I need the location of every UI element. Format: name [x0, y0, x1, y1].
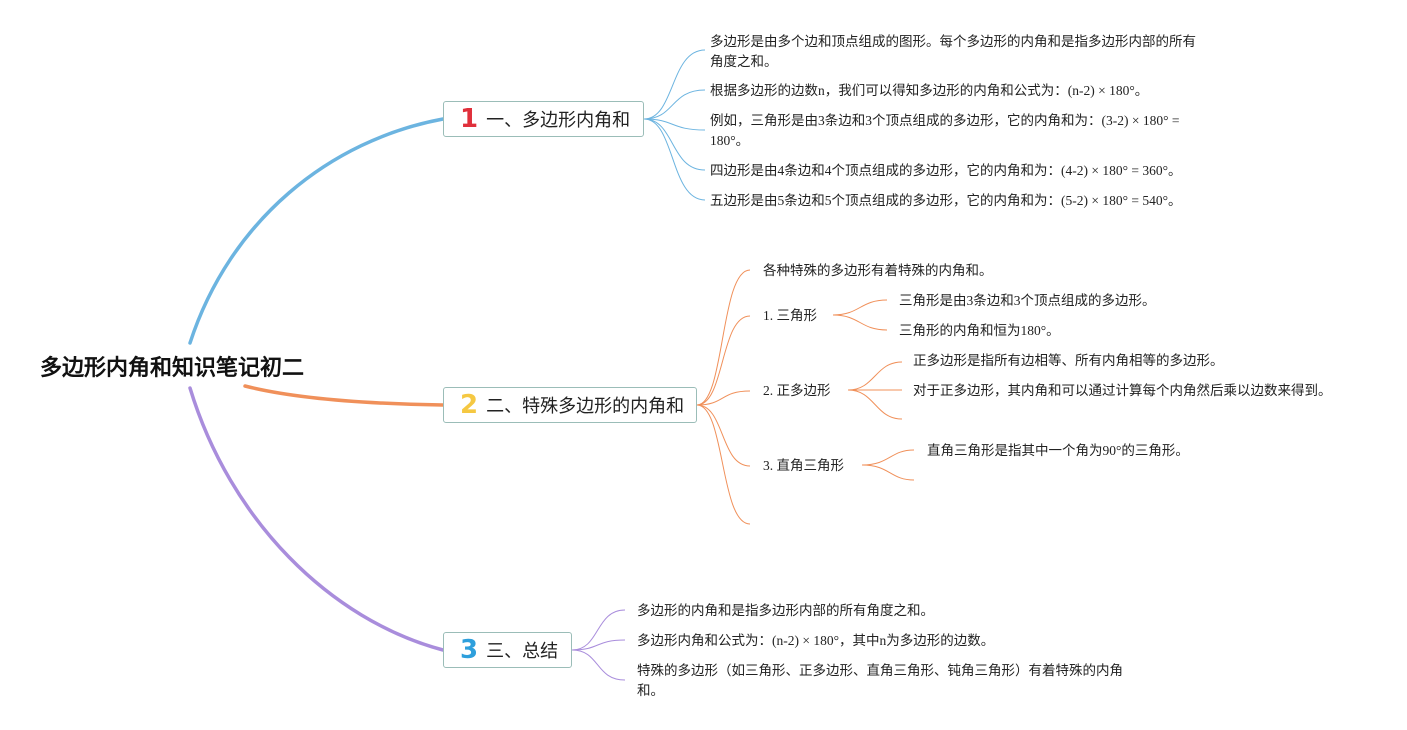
leaf-text[interactable]: 特殊的多边形（如三角形、正多边形、直角三角形、钝角三角形）有着特殊的内角和。 [637, 663, 1123, 698]
trunk-branch-2 [243, 384, 445, 407]
leaf-text[interactable]: 对于正多边形，其内角和可以通过计算每个内角然后乘以边数来得到。 [913, 383, 1332, 398]
leaf-text[interactable]: 多边形的内角和是指多边形内部的所有角度之和。 [637, 603, 934, 618]
leaf-text[interactable]: 三角形是由3条边和3个顶点组成的多边形。 [899, 293, 1156, 308]
branch2-lines [696, 269, 915, 525]
leaf-text[interactable]: 各种特殊的多边形有着特殊的内角和。 [763, 263, 993, 278]
number-2-icon: 2 [460, 390, 479, 420]
branch1-leaf-lines [643, 49, 706, 201]
leaf-text[interactable]: 多边形内角和公式为：(n-2) × 180°，其中n为多边形的边数。 [637, 633, 995, 648]
leaf-text[interactable]: 四边形是由4条边和4个顶点组成的多边形，它的内角和为：(4-2) × 180° … [710, 163, 1182, 178]
leaf-text[interactable]: 例如，三角形是由3条边和3个顶点组成的多边形，它的内角和为：(3-2) × 18… [710, 113, 1180, 148]
leaf-text[interactable]: 根据多边形的边数n，我们可以得知多边形的内角和公式为：(n-2) × 180°。 [710, 83, 1149, 98]
number-3-icon: 3 [460, 635, 479, 665]
sub-topic-right-triangle[interactable]: 3. 直角三角形 [763, 458, 844, 473]
number-1-icon: 1 [460, 104, 479, 134]
branch-label: 三、总结 [486, 641, 559, 662]
leaf-text[interactable]: 三角形的内角和恒为180°。 [899, 323, 1060, 338]
leaf-text[interactable]: 多边形是由多个边和顶点组成的图形。每个多边形的内角和是指多边形内部的所有角度之和… [710, 34, 1196, 69]
sub-topic-regular-polygon[interactable]: 2. 正多边形 [763, 383, 831, 398]
trunk-branch-3 [188, 386, 445, 652]
leaf-text[interactable]: 正多边形是指所有边相等、所有内角相等的多边形。 [913, 353, 1224, 368]
branch-node-3[interactable]: 3 三、总结 [443, 632, 572, 668]
sub-topic-triangle[interactable]: 1. 三角形 [763, 308, 817, 323]
root-topic[interactable]: 多边形内角和知识笔记初二 [40, 356, 305, 381]
branch-label: 二、特殊多边形的内角和 [486, 396, 685, 417]
leaf-text[interactable]: 五边形是由5条边和5个顶点组成的多边形，它的内角和为：(5-2) × 180° … [710, 193, 1182, 208]
branch-node-1[interactable]: 1 一、多边形内角和 [443, 101, 644, 137]
trunk-branch-1 [188, 117, 445, 345]
leaf-text[interactable]: 直角三角形是指其中一个角为90°的三角形。 [927, 443, 1189, 458]
branch-label: 一、多边形内角和 [486, 110, 631, 131]
branch-node-2[interactable]: 2 二、特殊多边形的内角和 [443, 387, 697, 423]
branch3-leaf-lines [571, 609, 626, 681]
